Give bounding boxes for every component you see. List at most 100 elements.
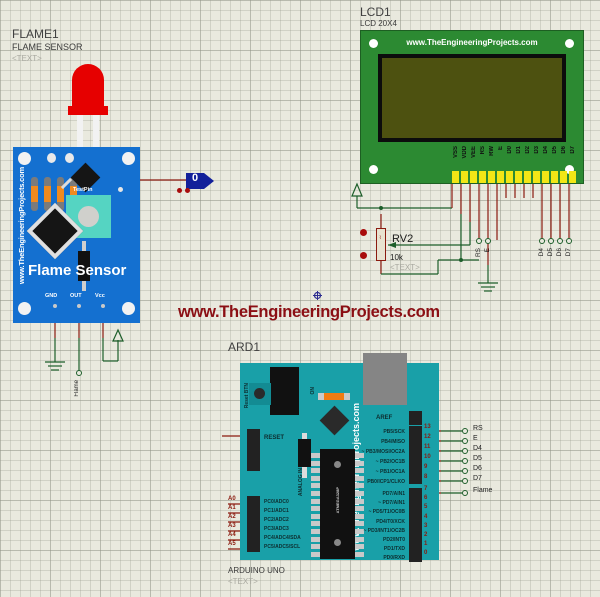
flame-sensor-board[interactable]: TestPin www.TheEngineeringProjects.com F… [13, 147, 140, 323]
pin-number-11: 11 [424, 444, 431, 450]
lcd-pin-d0[interactable] [506, 171, 513, 183]
arduino-terminal-d5[interactable] [462, 458, 468, 464]
lcd-pin-label-d6: D6 [561, 146, 567, 154]
arduino-device-label: ARDUINO UNO [228, 566, 285, 575]
pot-terminal[interactable] [360, 252, 367, 259]
lcd-terminal-d6[interactable] [557, 238, 563, 244]
lcd-pin-e[interactable] [497, 171, 504, 183]
pin-number-13: 13 [424, 424, 431, 430]
flame-pin-gnd[interactable] [53, 304, 57, 308]
mcu-pin [311, 483, 320, 489]
aref-header[interactable] [409, 411, 422, 425]
potentiometer-rv2[interactable]: ⌇ [376, 228, 386, 261]
lcd-terminal-label-d4: D4 [538, 248, 545, 257]
testpin-label: TestPin [73, 187, 93, 193]
lcd-terminal-label-d6: D6 [556, 248, 563, 257]
led-resistor [318, 393, 350, 400]
arduino-terminal-e[interactable] [462, 438, 468, 444]
arduino-terminal-label-d5: D5 [473, 455, 482, 462]
mount-hole [565, 165, 574, 174]
digital-func-5: ~ PD5/T1/OC0B [368, 509, 405, 516]
digital-func-11: ~ PB3/MOSI/OC2A [361, 449, 405, 455]
analog-number-a1: A1 [228, 505, 236, 511]
digital-func-2: PD2/INT0 [383, 537, 405, 543]
lcd-pin-rs[interactable] [479, 171, 486, 183]
mcu-pin [311, 529, 320, 534]
digital-func-3: ~ PD3/INT1/OC2B [363, 527, 405, 534]
lcd-pin-d7[interactable] [569, 171, 576, 183]
lcd-terminal-rs[interactable] [476, 238, 482, 244]
pin-number-2: 2 [424, 532, 428, 538]
digital-header-high[interactable] [409, 426, 422, 484]
pin-number-3: 3 [424, 522, 428, 529]
lcd-pin-d2[interactable] [524, 171, 531, 183]
mcu-pin [355, 460, 364, 466]
lcd-terminal-label-d7: D7 [565, 248, 572, 257]
lcd-pin-rw[interactable] [488, 171, 495, 183]
pin-number-0: 0 [424, 550, 428, 557]
mcu-pin [311, 551, 320, 557]
flame-board-watermark: www.TheEngineeringProjects.com [17, 167, 26, 285]
digital-func-10: ~ PB2/OC1B [375, 459, 405, 465]
pin-number-12: 12 [424, 434, 431, 440]
reset-header[interactable] [247, 429, 260, 471]
flame-pin-out-label: OUT [70, 293, 82, 299]
flame-pin-vcc[interactable] [101, 304, 105, 308]
led-pad [65, 153, 74, 163]
lcd-pin-d6[interactable] [560, 171, 567, 183]
lcd-pin-d1[interactable] [515, 171, 522, 183]
reset-btn-label: Reset BTN [244, 383, 250, 409]
mcu-pin [355, 483, 364, 489]
arduino-terminal-d4[interactable] [462, 448, 468, 454]
pin-number-10: 10 [424, 454, 431, 460]
pin-number-9: 9 [424, 464, 428, 470]
lcd-pin-vee[interactable] [470, 171, 477, 183]
mcu-pin [355, 506, 364, 512]
arduino-ref-label: ARD1 [228, 340, 261, 354]
reset-button[interactable] [249, 383, 271, 405]
flame-pin-vcc-label: Vcc [95, 293, 105, 299]
testpin-pad[interactable] [118, 187, 123, 192]
digital-func-6: ~ PD7/AIN1 [378, 500, 405, 507]
arduino-terminal-label-d7: D7 [473, 475, 482, 482]
arduino-terminal-d6[interactable] [462, 468, 468, 474]
lcd-pin-d3[interactable] [533, 171, 540, 183]
rv2-text-placeholder: <TEXT> [390, 263, 420, 272]
resistor [70, 177, 77, 211]
arduino-board[interactable]: Reset BTN ON www.TheEngineeringProjects.… [240, 353, 439, 562]
mcu-pin [311, 536, 320, 542]
mcu-pin [311, 544, 320, 550]
flame-pin-out[interactable] [77, 304, 81, 308]
analog-in-label: ANALOG IN [298, 468, 304, 497]
probe-dot [177, 188, 182, 193]
probe-value: 0 [192, 172, 199, 184]
flame-pin-gnd-label: GND [45, 293, 58, 299]
resistor [57, 177, 64, 211]
digital-header-low[interactable] [409, 488, 422, 562]
rv2-value-label: 10k [390, 253, 403, 262]
lcd-pin-d5[interactable] [551, 171, 558, 183]
lcd-terminal-d4[interactable] [539, 238, 545, 244]
arduino-terminal-label-rs: RS [473, 425, 483, 432]
lcd-terminal-e[interactable] [485, 238, 491, 244]
lcd-terminal-d7[interactable] [566, 238, 572, 244]
analog-header[interactable] [247, 496, 260, 552]
arduino-terminal-flame[interactable] [462, 490, 468, 496]
lcd-terminal-d5[interactable] [548, 238, 554, 244]
lcd-pin-label-d7: D7 [570, 146, 576, 154]
lcd-pin-d4[interactable] [542, 171, 549, 183]
digital-func-8: PB0/ICP1/CLKO [367, 479, 405, 485]
lcd-pin-vss[interactable] [452, 171, 459, 183]
arduino-terminal-rs[interactable] [462, 428, 468, 434]
analog-func-a1: PC1/ADC1 [264, 508, 289, 514]
pot-terminal[interactable] [360, 229, 367, 236]
arduino-terminal-d7[interactable] [462, 478, 468, 484]
mount-hole [18, 152, 31, 165]
lcd-pin-label-d3: D3 [534, 146, 540, 154]
analog-number-a0: A0 [228, 496, 236, 502]
mcu-pin [311, 468, 320, 474]
rv2-ref-label: RV2 [392, 233, 414, 245]
flame-output-terminal[interactable] [76, 370, 82, 376]
lcd-pin-vdd[interactable] [461, 171, 468, 183]
